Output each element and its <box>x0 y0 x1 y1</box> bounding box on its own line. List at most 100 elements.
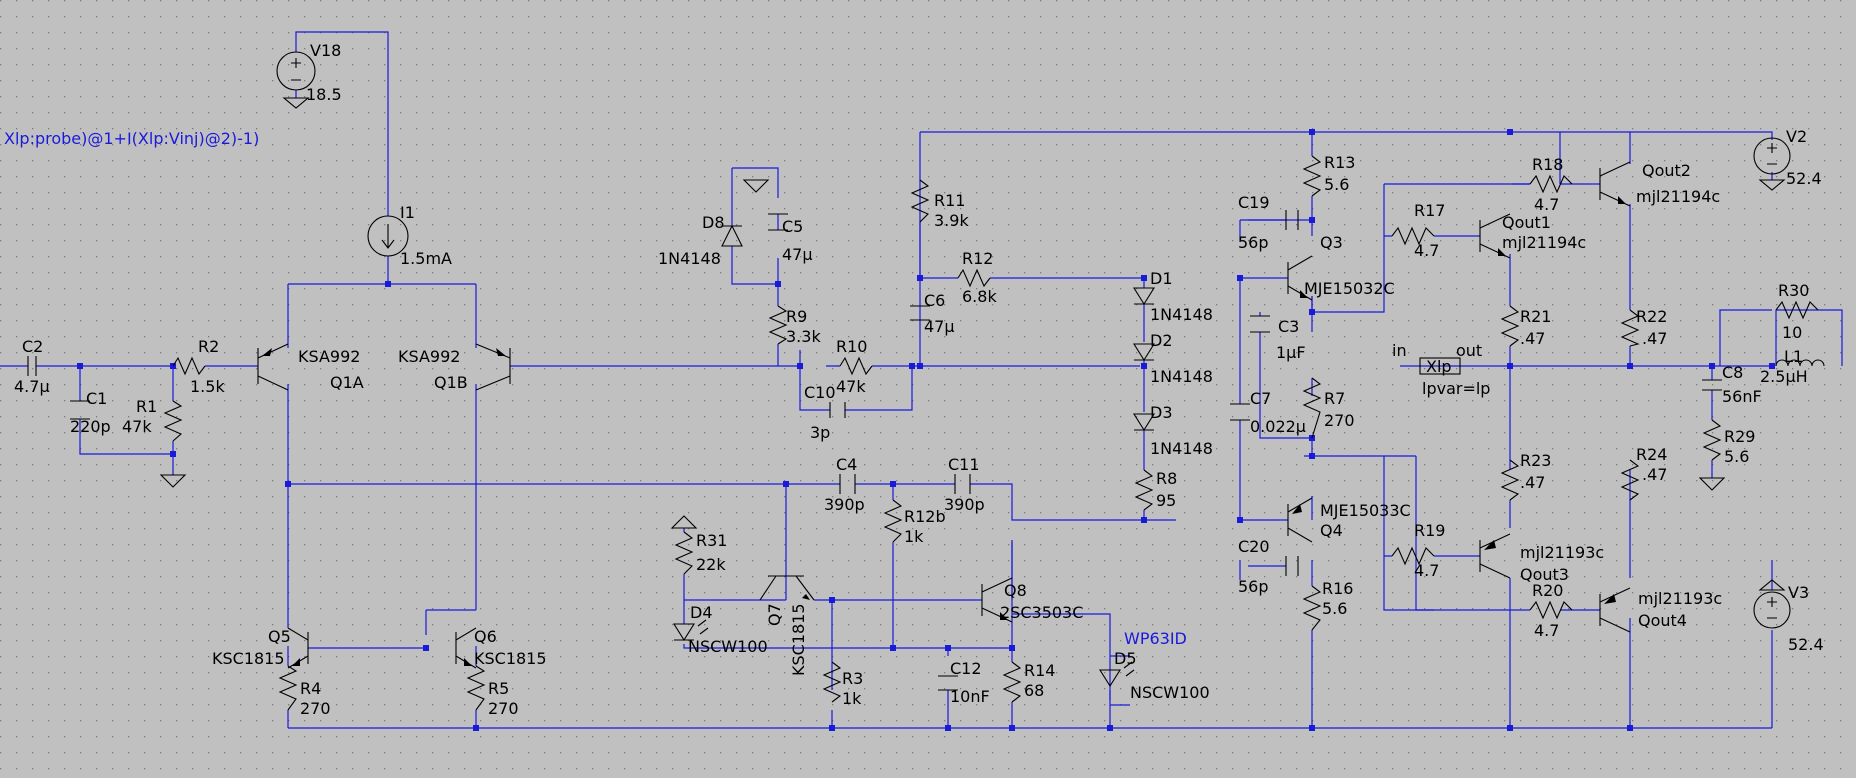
diode-icon[interactable] <box>1133 413 1155 432</box>
capacitor-icon[interactable] <box>27 356 37 376</box>
resistor-icon[interactable] <box>957 268 991 288</box>
resistor-icon[interactable] <box>1302 377 1322 439</box>
transistor-icon[interactable] <box>287 627 309 669</box>
inductor-icon[interactable] <box>1775 359 1825 367</box>
capacitor-icon[interactable] <box>910 305 930 321</box>
resistor-icon[interactable] <box>1134 469 1154 511</box>
resistor-icon[interactable] <box>1302 155 1322 197</box>
transistor-icon[interactable] <box>759 575 815 601</box>
label-value: 5.6 <box>1322 599 1347 618</box>
transistor-icon[interactable] <box>475 343 511 391</box>
label-name: R29 <box>1724 427 1755 446</box>
label-value: 4.7 <box>1534 621 1559 640</box>
resistor-icon[interactable] <box>1500 459 1520 501</box>
wires <box>0 31 1843 729</box>
capacitor-icon[interactable] <box>70 400 90 420</box>
label-value: mjl21194c <box>1636 187 1720 206</box>
transistor-icon[interactable] <box>257 343 289 391</box>
capacitor-icon[interactable] <box>1285 556 1299 576</box>
resistor-icon[interactable] <box>839 356 873 376</box>
capacitor-icon[interactable] <box>1285 210 1299 230</box>
label-name: R12 <box>962 249 993 268</box>
resistor-icon[interactable] <box>1002 661 1022 703</box>
resistor-icon[interactable] <box>1775 300 1819 320</box>
label-value: KSC1815 <box>212 649 285 668</box>
capacitor-icon[interactable] <box>839 474 856 494</box>
label-name: C10 <box>804 383 836 402</box>
label-value: 47k <box>122 417 152 436</box>
capacitor-icon[interactable] <box>954 474 971 494</box>
resistor-icon[interactable] <box>466 665 486 711</box>
label-name: R13 <box>1324 153 1355 172</box>
resistor-icon[interactable] <box>278 665 298 711</box>
capacitor-icon[interactable] <box>1702 379 1722 391</box>
label-value: 10nF <box>950 687 990 706</box>
transistor-icon[interactable] <box>1479 533 1511 579</box>
voltage-source-icon[interactable] <box>276 51 316 109</box>
transistor-icon[interactable] <box>1287 255 1313 301</box>
label-name: R14 <box>1024 661 1055 680</box>
transistor-icon[interactable] <box>455 627 477 669</box>
transistor-icon[interactable] <box>1479 213 1511 259</box>
label-value: 390p <box>824 495 865 514</box>
transistor-icon[interactable] <box>981 577 1013 623</box>
label-name: Xlp <box>1426 357 1452 376</box>
label-value: 270 <box>300 699 331 718</box>
label-value: 4.7 <box>1534 195 1559 214</box>
label-value: .47 <box>1642 329 1667 348</box>
resistor-icon[interactable] <box>1620 309 1640 347</box>
label-name: R8 <box>1156 469 1177 488</box>
transistor-icon[interactable] <box>1599 587 1631 633</box>
diode-icon[interactable] <box>1133 287 1155 306</box>
label-name: D2 <box>1150 331 1173 350</box>
label-name: C8 <box>1722 363 1743 382</box>
resistor-icon[interactable] <box>1500 305 1520 347</box>
resistor-icon[interactable] <box>910 179 930 223</box>
resistor-icon[interactable] <box>1529 174 1573 194</box>
subcircuit-box[interactable] <box>1419 357 1461 375</box>
diode-icon[interactable] <box>1133 343 1155 362</box>
resistor-icon[interactable] <box>1391 226 1435 246</box>
current-source-icon[interactable] <box>367 215 409 257</box>
capacitor-icon[interactable] <box>1230 403 1250 421</box>
diode-icon[interactable] <box>721 224 743 247</box>
label-value: KSC1815 <box>789 603 808 676</box>
label-value: 5.6 <box>1324 175 1349 194</box>
voltage-source-icon[interactable] <box>1753 137 1791 191</box>
resistor-icon[interactable] <box>1302 585 1322 631</box>
resistor-icon[interactable] <box>1391 546 1435 566</box>
label-name: C3 <box>1278 317 1299 336</box>
resistor-icon[interactable] <box>1620 459 1640 501</box>
label-name: Qout2 <box>1642 161 1691 180</box>
transistor-icon[interactable] <box>1287 497 1313 543</box>
capacitor-icon[interactable] <box>768 213 788 231</box>
resistor-icon[interactable] <box>883 499 903 543</box>
label-value: 47µ <box>782 245 813 264</box>
label-name: R10 <box>836 337 867 356</box>
label-name: R24 <box>1636 445 1667 464</box>
component-symbols <box>27 51 1825 711</box>
capacitor-icon[interactable] <box>1250 315 1270 333</box>
resistor-icon[interactable] <box>1702 419 1722 461</box>
voltage-source-icon[interactable] <box>1753 579 1791 629</box>
label-value: 56nF <box>1722 387 1762 406</box>
label-name: R11 <box>934 191 965 210</box>
transistor-icon[interactable] <box>1599 161 1631 207</box>
led-icon[interactable] <box>673 619 709 642</box>
led-icon[interactable] <box>1099 661 1135 688</box>
label-name: Qout3 <box>1520 565 1569 584</box>
resistor-icon[interactable] <box>674 531 694 575</box>
capacitor-icon[interactable] <box>829 402 846 418</box>
resistor-icon[interactable] <box>822 661 842 703</box>
resistor-icon[interactable] <box>172 356 206 376</box>
capacitor-icon[interactable] <box>938 675 958 691</box>
label-value: 220p <box>70 417 111 436</box>
resistor-icon[interactable] <box>163 400 183 442</box>
label-value: .47 <box>1520 329 1545 348</box>
resistor-icon[interactable] <box>768 305 788 345</box>
label-name: V18 <box>310 41 341 60</box>
label-name: R5 <box>488 679 509 698</box>
resistor-icon[interactable] <box>1529 600 1573 620</box>
label-name: Q7 <box>765 603 784 626</box>
